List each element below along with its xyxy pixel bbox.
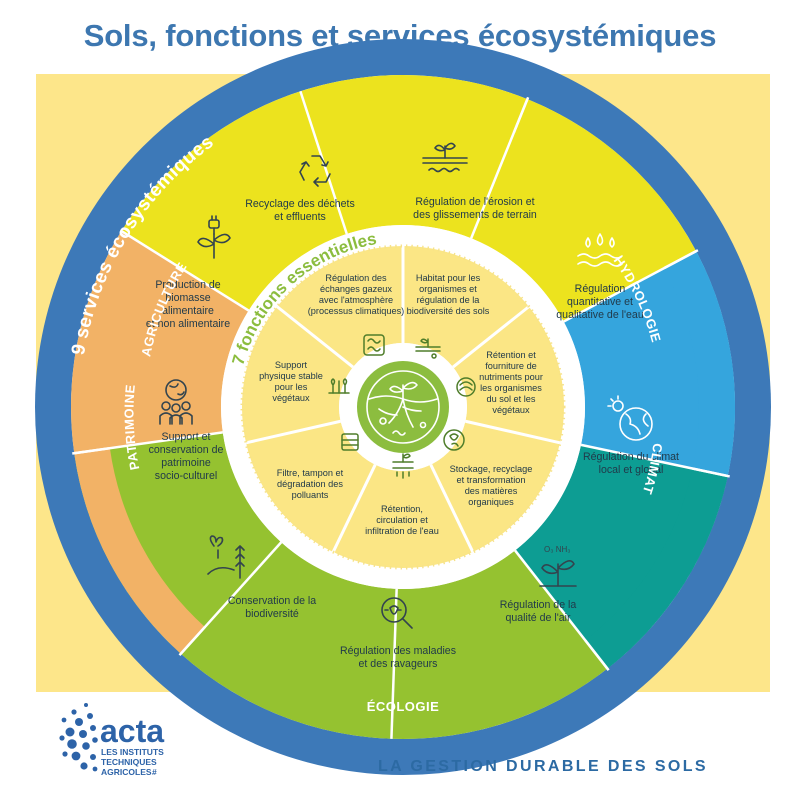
logo-dot [65,727,75,737]
logo-dot [59,735,65,741]
air-quality-icon: O₃ NH₃ [539,545,577,587]
service-sector-patrimoine [70,231,249,454]
logo-dot [61,717,67,723]
gas-exchange-icon [363,334,385,356]
band-divider [72,446,111,455]
center-soil-icon [366,370,440,444]
function-sector-matieres-organiques [430,421,560,553]
logo-dot [62,751,68,757]
erosion-icon [422,142,468,173]
function-divider [465,419,561,445]
habitat-icon [415,338,441,359]
band-divider [663,249,699,270]
svg-text:O₃ NH₃: O₃ NH₃ [544,545,571,554]
logo-dot [80,762,88,770]
water-drops-icon [577,233,623,267]
butterfly-wheat-icon [207,535,245,579]
inner-ring-dots [240,244,566,570]
logo-dot [79,730,87,738]
service-sector-recyclage [300,74,528,239]
service-sector-biomasse [121,91,347,311]
function-divider [331,464,377,553]
function-sector-polluants [246,421,376,553]
function-sector-nutriments [453,306,564,443]
service-divider [120,230,250,312]
acta-logo: acta LES INSTITUTS TECHNIQUES AGRICOLES … [59,703,164,777]
logo-dot [87,713,93,719]
band-divider [584,639,610,671]
logo-dot [90,725,96,731]
function-divider [245,419,341,445]
function-sector-habitat [403,246,529,368]
band-divider [178,626,206,657]
logo-line-1: LES INSTITUTS [101,747,164,757]
infiltration-icon [392,453,414,479]
nutrients-icon [456,377,476,397]
logo-dot [71,751,81,761]
logo-mark: # [152,767,157,777]
function-divider [452,305,530,369]
climate-globe-icon [607,395,653,441]
logo-line-2: TECHNIQUES [101,757,157,767]
logo-line-3: AGRICOLES [101,767,152,777]
band-divider [512,96,530,134]
filter-icon [341,433,359,451]
logo-wordmark: acta [100,713,164,749]
function-sector-infiltration [333,464,473,568]
plant-plug-icon [197,215,231,259]
logo-dot [92,766,98,772]
band-divider [692,467,730,478]
function-divider [276,305,354,369]
organic-matter-icon [443,429,465,451]
function-divider [429,464,475,553]
function-sector-support-physique [241,306,353,443]
logo-dot [67,739,77,749]
band-label-ecologie: ÉCOLOGIE [367,699,440,714]
band-strip-climat [585,468,728,669]
logo-dot [75,718,83,726]
people-globe-icon [159,379,193,425]
logo-dot [92,737,98,743]
recycle-icon [299,155,331,187]
footer-tagline: LA GESTION DURABLE DES SOLS [378,758,709,775]
logo-dot [82,742,90,750]
function-sector-echanges-gazeux [277,246,403,368]
logo-dot [84,703,88,707]
band-strip-hydrologie [664,251,735,477]
magnifier-bug-icon [381,597,413,629]
logo-dot [90,754,96,760]
service-sector-air [391,550,608,739]
service-sector-climat [515,444,728,669]
logo-dot [71,709,77,715]
service-sector-maladies [180,542,397,739]
service-sector-erosion [471,99,697,322]
support-icon [328,378,350,394]
band-strip-patrimoine [74,448,205,654]
